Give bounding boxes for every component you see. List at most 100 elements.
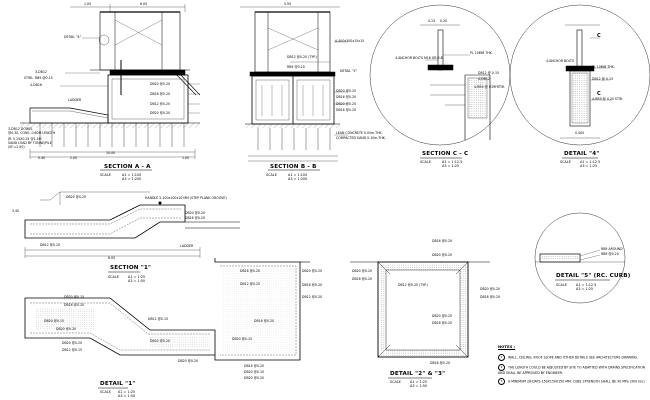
section-1-scale-label: SCALE: [108, 275, 119, 279]
section-1-scale-a3: A3 = 1:50: [128, 279, 146, 283]
annotation: DB16 @0.20: [150, 92, 170, 96]
section-b-b-scale-label: SCALE: [266, 173, 277, 177]
annotation: DB20 @0.20: [432, 253, 452, 257]
annotation: DB20 @0.15: [44, 319, 64, 323]
annotation: DB12 @ 0.15: [478, 71, 500, 75]
annotation: 10.00: [106, 151, 116, 155]
annotation: DETAIL "4": [64, 35, 82, 39]
section-1-scale-a1: A1 = 1:25: [128, 275, 146, 279]
annotation: 4-DB12: [478, 77, 490, 81]
detail-5-drawing: [534, 212, 626, 304]
annotation: DB16 @0.20: [352, 277, 372, 281]
section-1-title: SECTION "1": [110, 265, 152, 271]
detail-2-3-scale-a1: A1 = 1:25: [410, 380, 428, 384]
annotation: DB12 @0.20 (TYP.): [287, 55, 317, 59]
detail-2-3-scale-a3: A3 = 1:50: [410, 384, 428, 388]
detail-1-drawing: [24, 258, 310, 361]
annotation: 1.00: [84, 2, 92, 6]
annotation: DB20 @0.15: [232, 337, 252, 341]
annotation: DB16 @0.20: [244, 364, 264, 368]
annotation: DB20 @0.20: [150, 339, 170, 343]
note-number: 1: [498, 353, 505, 361]
annotation: DB20 @0.15: [244, 370, 264, 374]
detail-5-title: DETAIL "5" (RC. CURB): [556, 273, 631, 279]
annotation: DB16 @0.20: [480, 295, 500, 299]
section-b-b-scale-a3: A3 = 1:200: [288, 177, 308, 181]
annotation: A-400x300x15x15: [335, 39, 365, 43]
annotation: 0.400: [575, 131, 585, 135]
annotation: DB20 @0.15: [64, 295, 84, 299]
annotation: 3-DB12: [35, 70, 47, 74]
annotation: DB20 @0.20: [480, 287, 500, 291]
annotation: DB20 @0.20: [244, 376, 264, 380]
section-a-a-scale-a3: A3 = 1:200: [122, 177, 142, 181]
annotation: @0.30, CONS. 0.60M LENGTH: [8, 131, 56, 135]
annotation: PL 10MM THK.: [592, 65, 615, 69]
annotation: HANDLE 2-100x100x10 MM (STEP PLANK GROOV…: [145, 196, 227, 200]
note-number: 2: [498, 363, 505, 371]
annotation: C: [597, 91, 601, 97]
annotation: DB16 @0.20: [336, 95, 356, 99]
annotation: 0.20: [440, 19, 448, 23]
detail-2-3-title: DETAIL "2" & "3": [390, 371, 446, 377]
detail-4-drawing: [509, 4, 650, 146]
annotation: RB9 AROUND: [601, 247, 623, 251]
annotation: DB12 @0.20: [302, 295, 322, 299]
detail-1-scale-label: SCALE: [100, 390, 111, 394]
annotation: DB12 @0.15: [148, 317, 168, 321]
annotation: DETAIL "2": [340, 69, 358, 73]
annotation: DB12 @0.20 (TYP.): [398, 283, 428, 287]
annotation: DB16 @0.20: [64, 303, 84, 307]
annotation: C: [597, 33, 601, 39]
annotation: DB16 @0.20: [254, 319, 274, 323]
annotation: 0.15: [428, 19, 436, 23]
annotation: DB20 @0.20: [150, 111, 170, 115]
annotation: DB20 @0.20: [432, 314, 452, 318]
annotation: DB20 @0.20: [336, 102, 356, 106]
annotation: 6.00: [108, 256, 116, 260]
section-c-c-title: SECTION C - C: [422, 151, 469, 157]
annotation: DB16 @0.20: [185, 216, 205, 220]
annotation: DB12 @ 0.15: [592, 77, 614, 81]
annotation: DB16 @0.20: [240, 269, 260, 273]
section-a-a-drawing: [20, 4, 201, 159]
annotation: DB16 @0.20: [432, 239, 452, 243]
notes-heading: NOTES :: [498, 344, 516, 349]
annotation: DB16 @0.20: [302, 283, 322, 287]
annotation: SAND LOAD BY TONNE/PILE: [8, 141, 52, 145]
detail-4-scale-a1: A1 = 1:12.5: [580, 160, 601, 164]
note-number: 3: [498, 378, 505, 385]
annotation: DB20 @0.20: [150, 82, 170, 86]
annotation: LADDER: [68, 98, 82, 102]
detail-2-3-scale-label: SCALE: [390, 380, 401, 384]
annotation: DB20 @0.20: [178, 359, 198, 363]
section-a-a-scale-label: SCALE: [100, 173, 111, 177]
section-b-b-title: SECTION B - B: [270, 164, 317, 170]
annotation: DB20 @0.20: [62, 341, 82, 345]
annotation: 4-DB16: [30, 83, 42, 87]
detail-4-title: DETAIL "4": [564, 151, 600, 157]
annotation: DB20 @0.20: [352, 269, 372, 273]
annotation: 1.00: [182, 156, 190, 160]
annotation: PL 10MM THK.: [470, 51, 493, 55]
annotation: 4-ANCHOR BOLTS: [546, 59, 574, 63]
annotation: RB9 @0.20: [287, 65, 305, 69]
section-1-drawing: [24, 191, 240, 258]
section-a-a-scale-a1: A1 = 1:100: [122, 173, 142, 177]
annotation: DB20 @0.20: [302, 269, 322, 273]
annotation: 2.00: [70, 156, 78, 160]
annotation: COMPACTED SAND 0.10m.THK.: [336, 136, 386, 140]
annotation: JR. 0.25X0.25 @1.5M: [8, 137, 42, 141]
annotation: DB12 @0.20: [240, 282, 260, 286]
note-text: A MINIMUM 28-DAYS 150X150X150 MM. CUBE S…: [508, 379, 645, 384]
annotation: DB20 @0.20: [185, 211, 205, 215]
annotation: 3.40: [12, 209, 20, 213]
annotation: DB12 @0.20: [40, 243, 60, 247]
section-c-c-scale-label: SCALE: [420, 160, 431, 164]
annotation: 5.50: [284, 2, 292, 6]
